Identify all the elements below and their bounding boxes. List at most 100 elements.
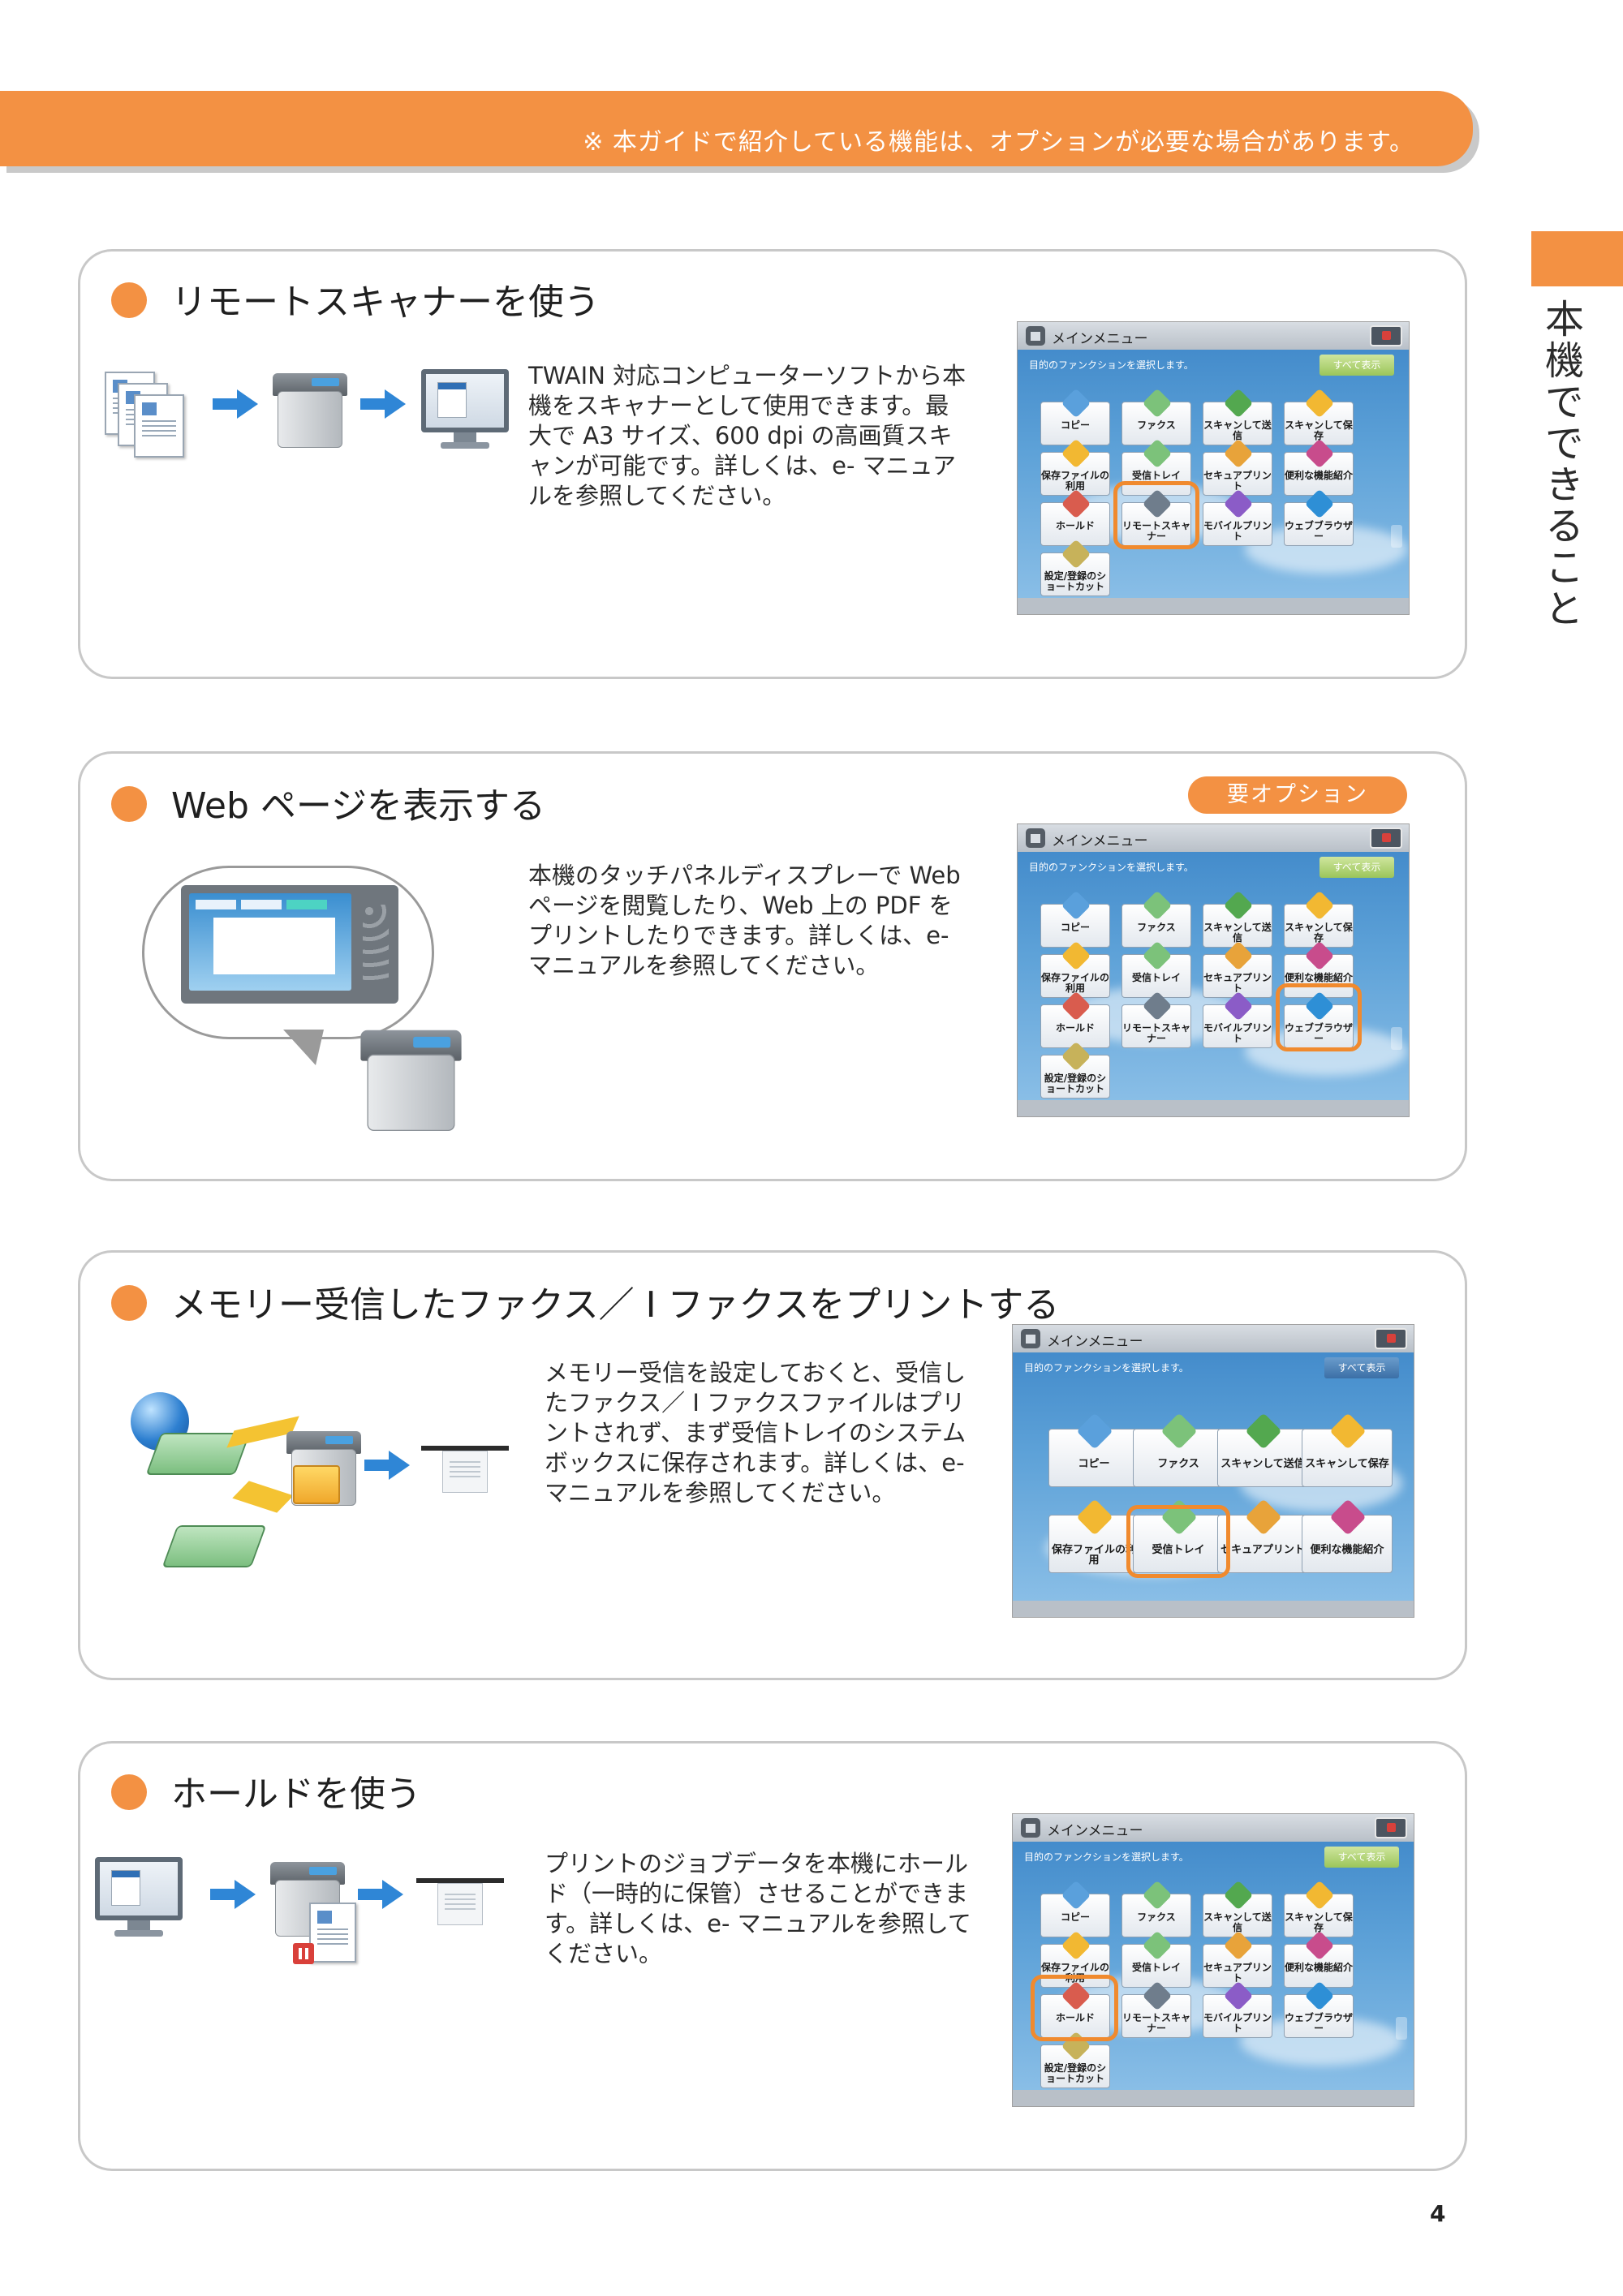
show-all-button: すべて表示 [1319,355,1394,376]
section-title: メモリー受信したファクス／ I ファクスをプリントする [171,1284,1060,1326]
use-stored-file-button: 保存ファイルの利用 [1040,1930,1110,1988]
bubble-tail [283,1030,324,1065]
output-tray-icon [416,1872,504,1928]
section-memory-receive: メモリー受信したファクス／ I ファクスをプリントする メモリー受信を設定してお… [78,1250,1467,1680]
convenient-functions-button: 便利な機能紹介 [1284,438,1354,496]
show-all-button: すべて表示 [1319,857,1394,878]
highlight-web-browser [1276,983,1362,1051]
section-title: リモートスキャナーを使う [171,282,600,323]
bullet-dot [111,1285,147,1321]
convenient-functions-button: 便利な機能紹介 [1284,940,1354,998]
computer-monitor-icon [95,1857,183,1938]
touch-panel-display-icon [181,885,398,1004]
screen-title: メインメニュー [1047,1823,1143,1839]
section-description: 本機のタッチパネルディスプレーで Web ページを閲覧したり、Web 上の PD… [528,862,961,979]
screen-title: メインメニュー [1052,833,1148,849]
arrow-right-icon [210,1880,256,1909]
remote-scanner-button: リモートスキャナー [1121,488,1191,546]
section-web-page: Web ページを表示する 要オプション 本機のタッチパネルディスプレーで Web… [78,751,1467,1181]
section-remote-scanner: リモートスキャナーを使う TWAIN 対応コンピューターソフトから本機をスキャナ… [78,249,1467,679]
multifunction-printer-icon [356,1021,499,1186]
shortcut-button: 設定/登録のショートカット [1040,1041,1110,1099]
secure-print-button: セキュアプリント [1217,1498,1308,1573]
screen-title: メインメニュー [1047,1334,1143,1350]
bullet-dot [111,1774,147,1810]
mobile-print-button: モバイルプリント [1203,488,1272,546]
scan-send-button: スキャンして送信 [1203,1880,1272,1937]
scan-send-button: スキャンして送信 [1217,1412,1308,1487]
pause-icon [293,1943,314,1964]
highlight-hold [1031,1975,1118,2041]
main-menu-screenshot: メインメニュー 目的のファンクションを選択します。 すべて表示 コピー ファクス… [1012,1813,1414,2107]
arrow-right-icon [364,1451,410,1480]
home-icon [1026,828,1045,848]
inbox-button: 受信トレイ [1121,1930,1191,1988]
use-stored-file-button: 保存ファイルの利用 [1048,1498,1139,1573]
shortcut-button: 設定/登録のショートカット [1040,539,1110,596]
section-hold: ホールドを使う プリントのジョブデータを本機にホールド（一時的に保管）させること… [78,1741,1467,2171]
section-title: Web ページを表示する [171,785,546,827]
fax-button: ファクス [1133,1412,1224,1487]
page-number: 4 [1430,2200,1446,2227]
arrow-right-icon [360,389,406,419]
inbox-button: 受信トレイ [1133,1498,1224,1573]
fax-machine-icon [161,1525,267,1567]
copy-button: コピー [1040,1880,1110,1937]
convenient-functions-button: 便利な機能紹介 [1302,1498,1393,1573]
stop-icon [1375,1328,1407,1349]
main-menu-screenshot: メインメニュー 目的のファンクションを選択します。 すべて表示 コピー ファクス… [1017,321,1410,615]
home-icon [1021,1329,1040,1348]
fax-button: ファクス [1121,1880,1191,1937]
scan-save-button: スキャンして保存 [1284,890,1354,948]
highlight-remote-scanner [1113,481,1199,549]
copy-button: コピー [1048,1412,1139,1487]
convenient-functions-button: 便利な機能紹介 [1284,1930,1354,1988]
job-document-icon [309,1903,356,1963]
side-chapter-label: 本機でできること [1538,299,1583,630]
fax-button: ファクス [1121,890,1191,948]
section-description: TWAIN 対応コンピューターソフトから本機をスキャナーとして使用できます。最大… [528,362,966,510]
hold-button: ホールド [1040,1980,1110,2038]
screen-subtitle: 目的のファンクションを選択します。 [1024,1362,1189,1374]
secure-print-button: セキュアプリント [1203,1930,1272,1988]
stop-icon [1375,1817,1407,1838]
inbox-button: 受信トレイ [1121,940,1191,998]
arrow-right-icon [213,389,258,419]
home-icon [1026,326,1045,346]
web-browser-button: ウェブブラウザー [1284,1980,1354,2038]
bullet-dot [111,786,147,822]
main-menu-screenshot: メインメニュー 目的のファンクションを選択します。 すべて表示 コピー ファクス… [1017,823,1410,1117]
side-tab [1531,231,1623,286]
section-description: プリントのジョブデータを本機にホールド（一時的に保管）させることができます。詳し… [545,1850,971,1967]
shortcut-button: 設定/登録のショートカット [1040,2031,1110,2088]
copy-button: コピー [1040,890,1110,948]
multifunction-printer-icon [269,367,351,448]
scan-save-button: スキャンして保存 [1284,1880,1354,1937]
scan-send-button: スキャンして送信 [1203,890,1272,948]
stop-icon [1370,828,1402,849]
fax-button: ファクス [1121,388,1191,445]
web-browser-button: ウェブブラウザー [1284,488,1354,546]
scan-send-button: スキャンして送信 [1203,388,1272,445]
remote-scanner-button: リモートスキャナー [1121,1980,1191,2038]
scan-save-button: スキャンして保存 [1284,388,1354,445]
output-tray-icon [421,1439,509,1496]
section-description: メモリー受信を設定しておくと、受信したファクス／ I ファクスファイルはプリント… [545,1359,966,1507]
scan-save-button: スキャンして保存 [1302,1412,1393,1487]
remote-scanner-button: リモートスキャナー [1121,991,1191,1048]
web-browser-button: ウェブブラウザー [1284,991,1354,1048]
mobile-print-button: モバイルプリント [1203,1980,1272,2038]
use-stored-file-button: 保存ファイルの利用 [1040,940,1110,998]
option-note: ※ 本ガイドで紹介している機能は、オプションが必要な場合があります。 [583,128,1414,157]
computer-monitor-icon [421,369,509,450]
secure-print-button: セキュアプリント [1203,940,1272,998]
mobile-print-button: モバイルプリント [1203,991,1272,1048]
bullet-dot [111,282,147,318]
arrow-right-icon [358,1880,403,1909]
section-title: ホールドを使う [171,1774,421,1815]
screen-subtitle: 目的のファンクションを選択します。 [1024,1851,1189,1863]
show-all-button: すべて表示 [1324,1847,1399,1868]
main-menu-screenshot: メインメニュー 目的のファンクションを選択します。 すべて表示 コピー ファクス… [1012,1324,1414,1618]
inbox-button: 受信トレイ [1121,438,1191,496]
option-required-badge: 要オプション [1188,776,1407,814]
